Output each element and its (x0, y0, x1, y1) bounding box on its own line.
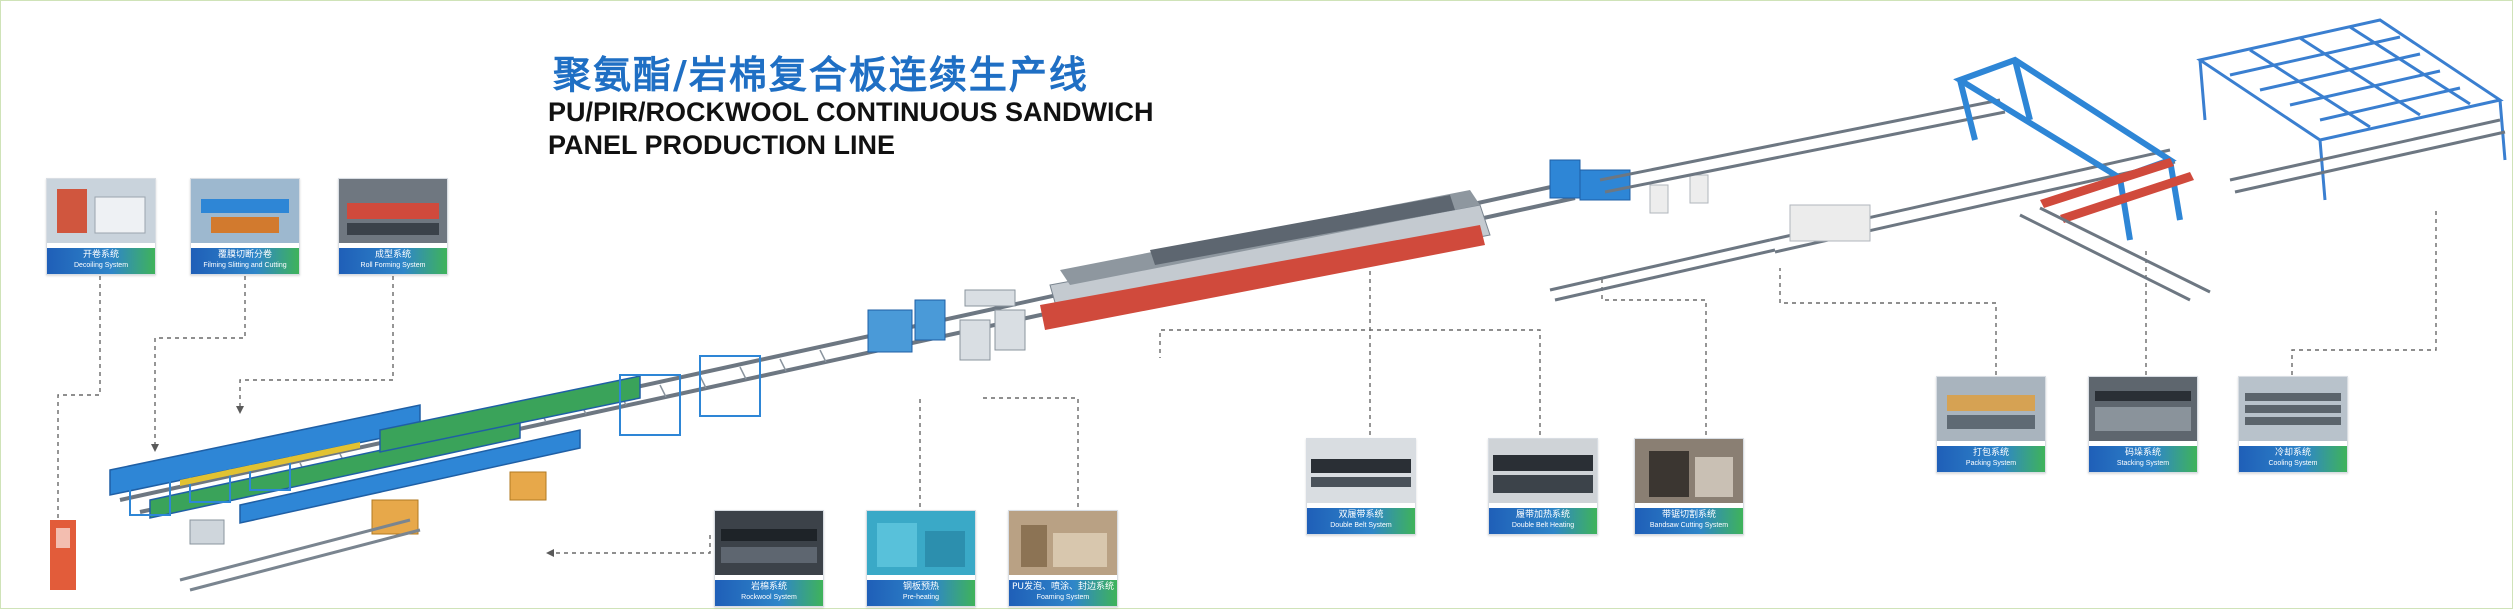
cooling-conveyor (2229, 118, 2506, 194)
connector-rockwool (550, 535, 711, 554)
label-band-preheating: 钢板预热 Pre-heating (867, 580, 975, 606)
connector-forming (239, 268, 394, 410)
card-belt-heating: 履带加热系统 Double Belt Heating (1488, 438, 1598, 535)
photo-forming (339, 179, 447, 243)
foaming-unit (959, 289, 1026, 361)
label-band-belt-heating: 履带加热系统 Double Belt Heating (1489, 508, 1597, 534)
photo-belt-heating (1489, 439, 1597, 503)
card-forming: 成型系统 Roll Forming System (338, 178, 448, 275)
decoiler-unit (50, 520, 76, 590)
label-band-cooling: 冷却系统 Cooling System (2239, 446, 2347, 472)
label-en-decoiling: Decoiling System (73, 262, 129, 269)
photo-foaming (1009, 511, 1117, 575)
connector-arrow-forming (236, 406, 244, 414)
card-preheating: 钢板预热 Pre-heating (866, 510, 976, 607)
label-band-stacking: 码垛系统 Stacking System (2089, 446, 2197, 472)
card-stacking: 码垛系统 Stacking System (2088, 376, 2198, 473)
photo-rockwool (715, 511, 823, 575)
card-packing: 打包系统 Packing System (1936, 376, 2046, 473)
photo-packing (1937, 377, 2045, 441)
secondary-conveyor (179, 518, 421, 592)
title-english-line2: PANEL PRODUCTION LINE (548, 130, 896, 160)
front-enclosure (189, 471, 547, 545)
card-bandsaw: 带锯切割系统 Bandsaw Cutting System (1634, 438, 1744, 535)
cooling-racks (2196, 18, 2507, 201)
connector-belt-heating (1159, 329, 1541, 435)
photo-cooling (2239, 377, 2347, 441)
label-band-filming: 覆膜切断分卷 Filming Slitting and Cutting (191, 248, 299, 274)
card-filming: 覆膜切断分卷 Filming Slitting and Cutting (190, 178, 300, 275)
connector-filming (154, 268, 246, 448)
title-chinese: 聚氨酯/岩棉复合板连续生产线 (553, 53, 1089, 97)
callout-connectors (57, 210, 2437, 555)
card-foaming: PU发泡、喷涂、封边系统 Foaming System (1008, 510, 1118, 607)
label-en-preheating: Pre-heating (902, 594, 940, 601)
label-cn-bandsaw: 带锯切割系统 (1661, 510, 1716, 520)
label-cn-packing: 打包系统 (1972, 448, 2009, 458)
title-english: PU/PIR/ROCKWOOL CONTINUOUS SANDWICH PANE… (548, 96, 1154, 162)
label-en-stacking: Stacking System (2116, 460, 2170, 467)
label-en-packing: Packing System (1965, 460, 2017, 467)
label-cn-cooling: 冷却系统 (2274, 448, 2311, 458)
label-band-double-belt: 双履带系统 Double Belt System (1307, 508, 1415, 534)
connector-arrow-filming (151, 444, 159, 452)
forming-yellow-trim (180, 442, 360, 486)
label-band-bandsaw: 带锯切割系统 Bandsaw Cutting System (1635, 508, 1743, 534)
label-en-belt-heating: Double Belt Heating (1511, 522, 1575, 529)
label-en-forming: Roll Forming System (360, 262, 426, 269)
label-en-filming: Filming Slitting and Cutting (203, 262, 287, 269)
card-rockwool: 岩棉系统 Rockwool System (714, 510, 824, 607)
connector-bandsaw (1601, 275, 1707, 435)
photo-filming (191, 179, 299, 243)
card-double-belt: 双履带系统 Double Belt System (1306, 438, 1416, 535)
photo-decoiling (47, 179, 155, 243)
label-cn-rockwool: 岩棉系统 (750, 582, 787, 592)
connector-foaming (982, 397, 1079, 515)
label-band-decoiling: 开卷系统 Decoiling System (47, 248, 155, 274)
stacking-red-arms (2040, 158, 2194, 223)
bandsaw-section (1549, 159, 1709, 214)
forming-frames (129, 355, 761, 516)
double-belt-press (1040, 190, 1491, 330)
photo-stacking (2089, 377, 2197, 441)
label-cn-decoiling: 开卷系统 (82, 250, 119, 260)
bandsaw-conveyor (1549, 98, 2006, 302)
label-en-cooling: Cooling System (2268, 460, 2318, 467)
label-band-forming: 成型系统 Roll Forming System (339, 248, 447, 274)
connector-decoiling (57, 268, 101, 555)
packing-conveyor (2019, 206, 2211, 302)
label-cn-belt-heating: 履带加热系统 (1515, 510, 1570, 520)
label-cn-stacking: 码垛系统 (2124, 448, 2161, 458)
label-band-rockwool: 岩棉系统 Rockwool System (715, 580, 823, 606)
title-english-line1: PU/PIR/ROCKWOOL CONTINUOUS SANDWICH (548, 97, 1154, 127)
label-en-foaming: Foaming System (1036, 594, 1090, 601)
card-decoiling: 开卷系统 Decoiling System (46, 178, 156, 275)
photo-bandsaw (1635, 439, 1743, 503)
connector-arrow-rockwool (546, 549, 554, 557)
connector-packing (1779, 268, 1997, 375)
label-cn-forming: 成型系统 (374, 250, 411, 260)
card-cooling: 冷却系统 Cooling System (2238, 376, 2348, 473)
photo-double-belt (1307, 439, 1415, 503)
label-cn-filming: 覆膜切断分卷 (217, 250, 272, 260)
label-en-double-belt: Double Belt System (1330, 522, 1392, 529)
cutting-panels (1789, 204, 1871, 242)
photo-preheating (867, 511, 975, 575)
label-en-bandsaw: Bandsaw Cutting System (1649, 522, 1729, 529)
label-cn-double-belt: 双履带系统 (1338, 510, 1384, 520)
preheating-unit (867, 299, 946, 353)
label-cn-foaming: PU发泡、喷涂、封边系统 (1011, 582, 1114, 592)
label-en-rockwool: Rockwool System (741, 594, 797, 601)
connector-cooling (2291, 210, 2437, 375)
label-band-foaming: PU发泡、喷涂、封边系统 Foaming System (1009, 580, 1117, 606)
label-cn-preheating: 钢板预热 (902, 582, 939, 592)
label-band-packing: 打包系统 Packing System (1937, 446, 2045, 472)
